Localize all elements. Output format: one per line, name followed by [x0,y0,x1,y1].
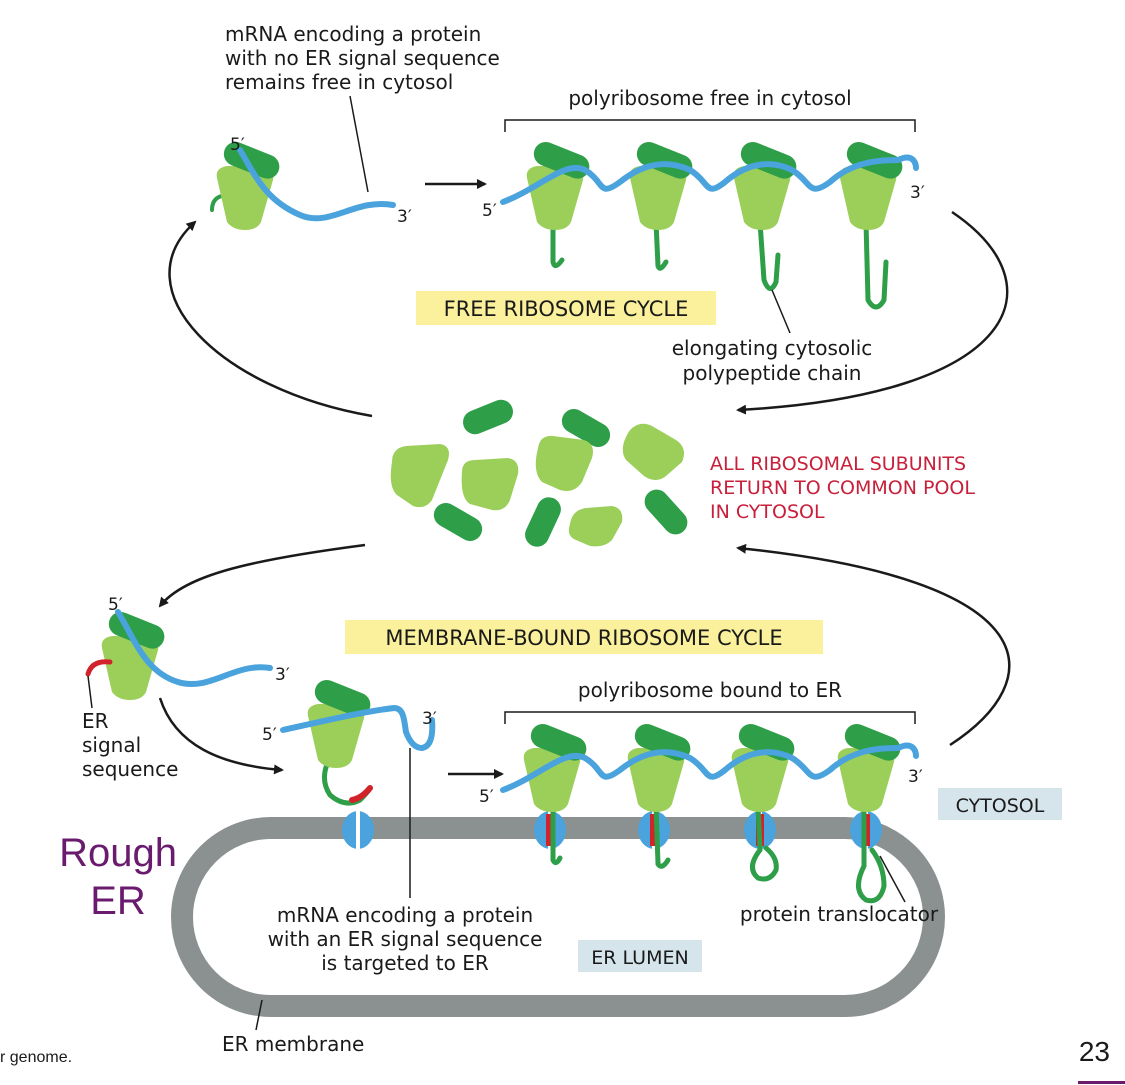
label-er-signal-line2: signal [82,733,141,757]
subunit-pool [390,399,688,547]
label-three-prime-5: 3′ [908,767,923,787]
label-elongating-line1: elongating cytosolic [672,336,873,360]
label-pool-line2: RETURN TO COMMON POOL [710,477,975,499]
page-number: 23 [1079,1036,1110,1067]
label-free-mrna-line1: mRNA encoding a protein [225,22,481,46]
leader-er-membrane [255,999,263,1031]
cycle-arrow-right-bottom [736,543,1011,747]
label-cytosol: CYTOSOL [956,795,1045,817]
er-lumen-box [578,940,702,972]
label-three-prime-4: 3′ [422,709,437,729]
free-cycle-highlight [416,291,716,325]
label-free-mrna-line2: with no ER signal sequence [225,46,500,70]
free-ribosome-initial [210,138,396,230]
ribosome-targeting [280,676,436,806]
leader-translocator [879,855,906,903]
label-polyribosome-free: polyribosome free in cytosol [568,86,851,110]
label-membrane-cycle: MEMBRANE-BOUND RIBOSOME CYCLE [385,626,782,650]
footnote-text: r genome. [0,1049,72,1066]
label-targeted-line2: with an ER signal sequence [268,927,543,951]
label-rough-er-line1: Rough [59,831,177,875]
label-targeted-line3: is targeted to ER [321,951,489,975]
arrow-to-targeting [158,697,284,775]
label-pool-line1: ALL RIBOSOMAL SUBUNITS [710,453,966,475]
ribosome-with-signal [85,608,273,700]
label-translocator: protein translocator [740,902,939,926]
label-five-prime-4: 5′ [262,725,277,745]
label-three-prime-3: 3′ [275,665,290,685]
leader-free-mrna [349,95,369,193]
label-three-prime-1: 3′ [397,207,412,227]
label-targeted-line1: mRNA encoding a protein [277,903,533,927]
label-er-membrane: ER membrane [222,1032,364,1056]
membrane-cycle-highlight [345,620,823,654]
label-rough-er-line2: ER [90,879,146,923]
label-five-prime-5: 5′ [479,787,494,807]
cycle-arrow-left-top [168,220,373,418]
bracket-polyribosome-free [504,119,916,132]
label-five-prime-2: 5′ [482,201,497,221]
label-polyribosome-bound: polyribosome bound to ER [578,678,842,702]
label-er-lumen: ER LUMEN [591,947,688,969]
polyribosome-free [500,138,919,310]
label-pool-line3: IN CYTOSOL [710,501,825,523]
cycle-arrow-left-bottom [158,543,366,608]
label-three-prime-2: 3′ [910,183,925,203]
label-er-signal-line3: sequence [82,757,178,781]
label-free-cycle: FREE RIBOSOME CYCLE [444,297,689,321]
translocator-pore-1 [342,811,374,849]
polyribosome-bound [500,720,919,904]
label-elongating-line2: polypeptide chain [683,361,862,385]
label-five-prime-3: 5′ [108,595,123,615]
leader-er-signal [87,675,93,709]
page-number-underline [1078,1081,1125,1084]
cytosol-box [938,788,1062,820]
label-er-signal-line1: ER [82,709,109,733]
label-five-prime-1: 5′ [230,135,245,155]
bracket-polyribosome-bound [504,711,916,724]
cycle-arrow-right-top [736,210,1009,415]
leader-elongating [771,289,791,334]
label-free-mrna-line3: remains free in cytosol [225,70,453,94]
